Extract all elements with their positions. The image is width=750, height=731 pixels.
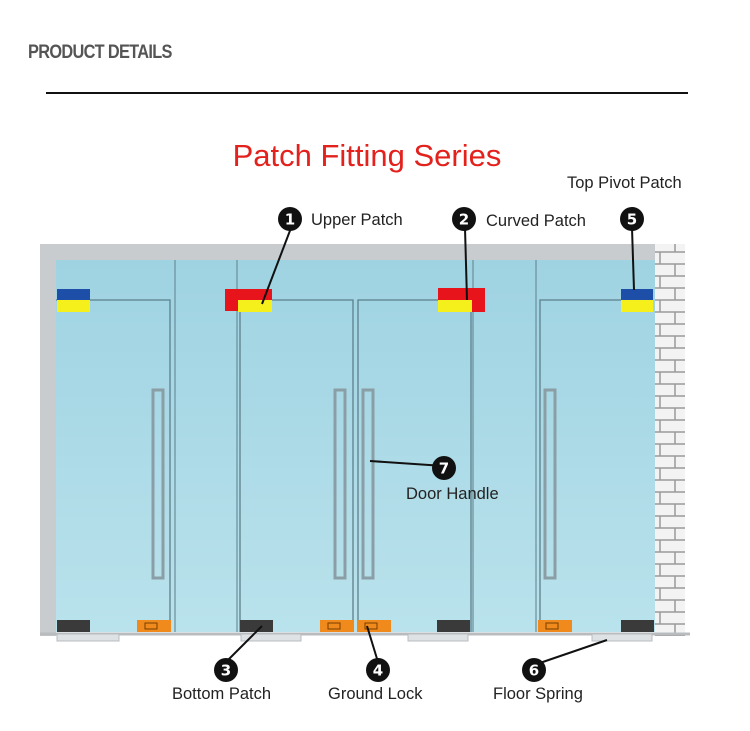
- title-divider: [46, 92, 688, 94]
- callout-bottom-patch: 3 Bottom Patch: [172, 658, 271, 703]
- callout-leader-lines: [225, 227, 635, 666]
- callout-number-1: 1: [285, 211, 295, 229]
- door-handles: [151, 388, 557, 580]
- callout-label-upper-patch: Upper Patch: [311, 211, 403, 229]
- callout-number-2: 2: [459, 211, 469, 229]
- page-title: PRODUCT DETAILS: [28, 42, 172, 63]
- curved-patch: [438, 288, 485, 312]
- callout-label-curved-patch: Curved Patch: [486, 212, 586, 230]
- floor-springs: [56, 633, 653, 642]
- callout-number-5: 5: [627, 211, 637, 229]
- callout-number-7: 7: [439, 460, 449, 478]
- callout-ground-lock: 4 Ground Lock: [328, 658, 423, 703]
- callout-label-floor-spring: Floor Spring: [493, 685, 583, 703]
- callout-curved-patch: 2 Curved Patch: [452, 207, 586, 231]
- callout-top-pivot-patch: 5 Top Pivot Patch: [567, 174, 682, 231]
- frame-left-wall: [40, 244, 56, 636]
- callout-floor-spring: 6 Floor Spring: [493, 658, 583, 703]
- callout-label-bottom-patch: Bottom Patch: [172, 685, 271, 703]
- callout-number-6: 6: [529, 662, 539, 680]
- door-outlines: [56, 299, 653, 632]
- callout-number-4: 4: [373, 662, 383, 680]
- callout-number-3: 3: [221, 662, 231, 680]
- ground-locks: [137, 620, 572, 632]
- callout-label-ground-lock: Ground Lock: [328, 685, 423, 703]
- callout-upper-patch: 1 Upper Patch: [278, 207, 403, 231]
- callout-label-door-handle: Door Handle: [406, 485, 499, 503]
- callout-label-top-pivot-patch: Top Pivot Patch: [567, 174, 682, 192]
- callout-door-handle: 7 Door Handle: [406, 456, 499, 503]
- top-pivot-patch-left: [57, 289, 90, 312]
- frame-top-header: [40, 244, 656, 260]
- upper-patch: [225, 289, 272, 312]
- glass-panel: [56, 260, 655, 632]
- brick-wall: [655, 244, 685, 636]
- top-pivot-patch-right: [621, 289, 653, 312]
- diagram-title: Patch Fitting Series: [232, 138, 502, 173]
- bottom-patches: [57, 620, 654, 632]
- glass-division-lines: [174, 260, 537, 632]
